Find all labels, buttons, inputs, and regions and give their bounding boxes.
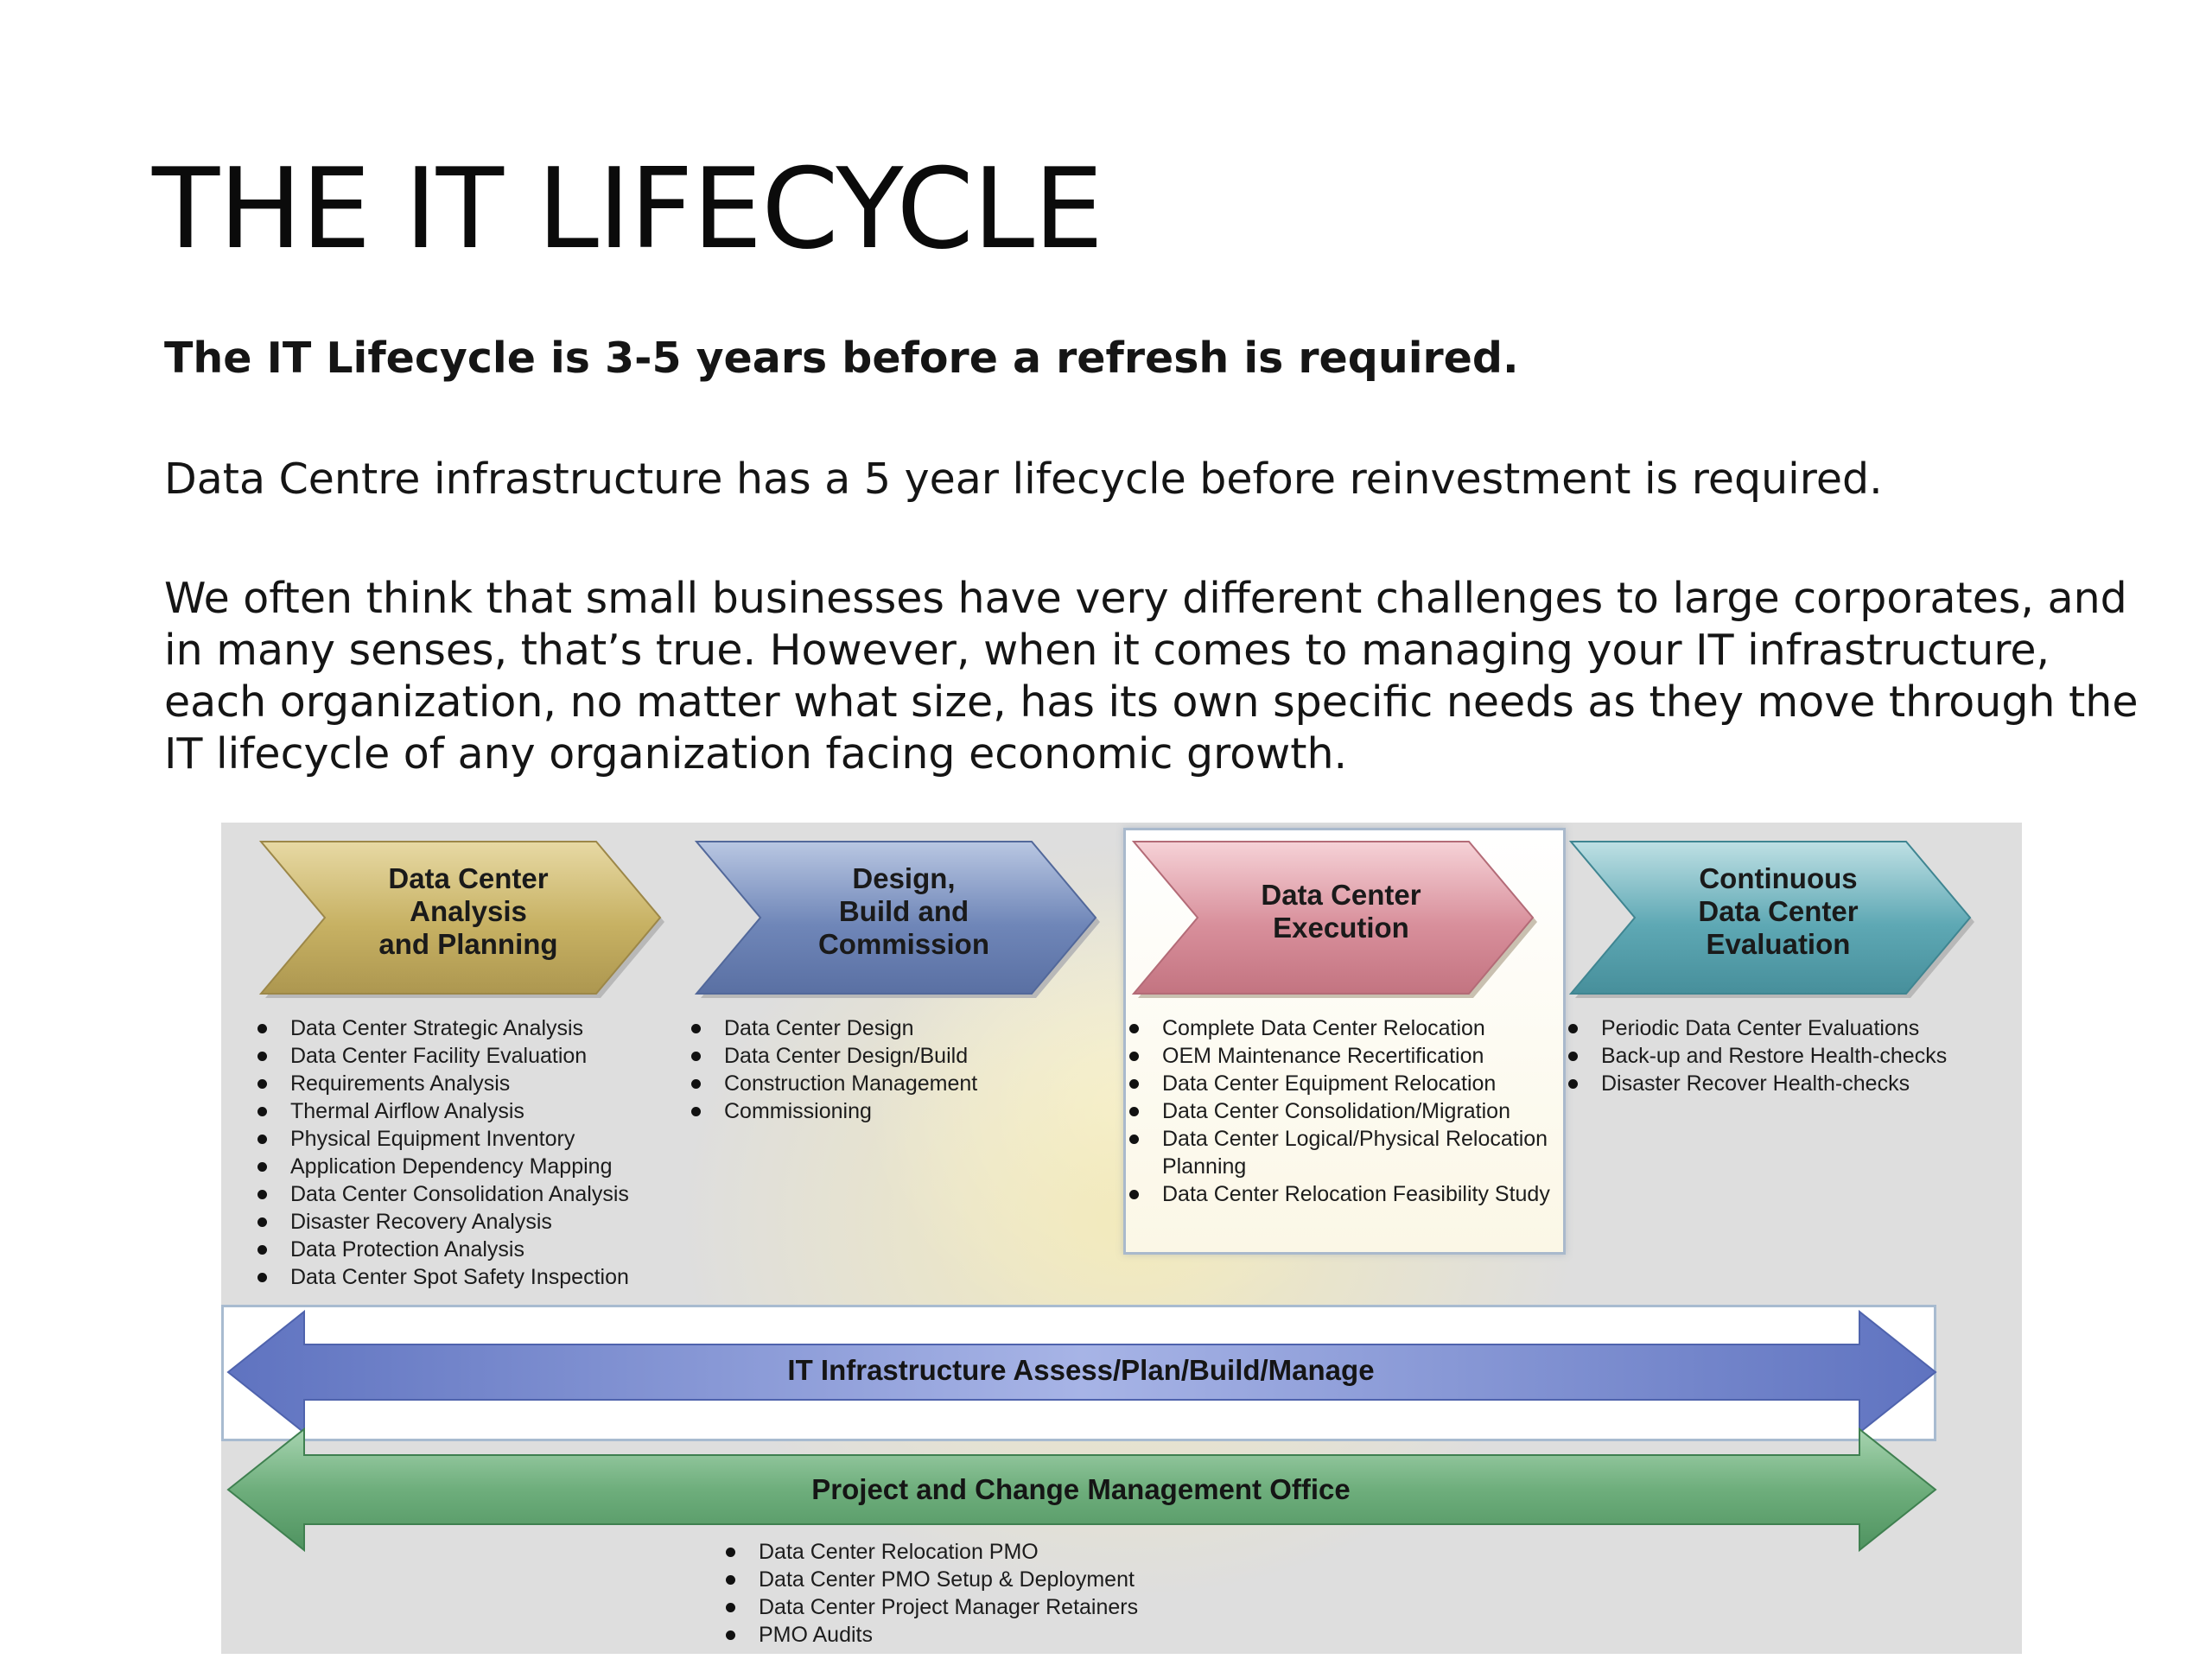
pmo-label: Project and Change Management Office (811, 1473, 1351, 1505)
slide-title: THE IT LIFECYCLE (152, 145, 1103, 274)
list-item: Periodic Data Center Evaluations (1565, 1014, 2014, 1042)
pmo-bar-shape (226, 1427, 1937, 1553)
list-item: Data Center PMO Setup & Deployment (722, 1566, 1327, 1593)
list-item: Disaster Recovery Analysis (254, 1208, 686, 1236)
phase-chevron-design (694, 841, 1100, 998)
list-item: Thermal Airflow Analysis (254, 1097, 686, 1125)
pmo-arrow (226, 1427, 1937, 1553)
list-item: Disaster Recover Health-checks (1565, 1070, 2014, 1097)
list-item: Data Center Design/Build (688, 1042, 1120, 1070)
phase-label-evaluation: Continuous Data Center Evaluation (1698, 862, 1859, 960)
pmo-list: Data Center Relocation PMO Data Center P… (722, 1538, 1327, 1649)
list-item: Data Center Consolidation Analysis (254, 1180, 686, 1208)
list-item: Data Center Relocation PMO (722, 1538, 1327, 1566)
list-item: Data Center Equipment Relocation (1126, 1070, 1558, 1097)
intro-bold-paragraph: The IT Lifecycle is 3-5 years before a r… (164, 334, 1519, 383)
phase-list-execution: Complete Data Center Relocation OEM Main… (1126, 1014, 1558, 1208)
list-item: Commissioning (688, 1097, 1120, 1125)
chevron-teal-shape (1568, 841, 1972, 995)
list-item: Requirements Analysis (254, 1070, 686, 1097)
it-bar-shape (226, 1309, 1937, 1435)
list-item: Data Center Logical/Physical Relocation … (1126, 1125, 1558, 1180)
phase-label-design: Design, Build and Commission (817, 862, 990, 960)
list-item: Back-up and Restore Health-checks (1565, 1042, 2014, 1070)
description-paragraph: We often think that small businesses hav… (164, 574, 2139, 779)
list-item: Construction Management (688, 1070, 1120, 1097)
phase-label-execution: Data Center Execution (1261, 879, 1421, 944)
phase-label-analysis: Data Center Analysis and Planning (378, 862, 558, 960)
list-item: Data Protection Analysis (254, 1236, 686, 1263)
it-infrastructure-arrow (226, 1309, 1937, 1435)
chevron-pink-shape (1131, 841, 1535, 995)
list-item: Data Center Consolidation/Migration (1126, 1097, 1558, 1125)
list-item: Physical Equipment Inventory (254, 1125, 686, 1153)
list-item: Data Center Facility Evaluation (254, 1042, 686, 1070)
lifecycle-paragraph: Data Centre infrastructure has a 5 year … (164, 454, 1883, 504)
it-lifecycle-diagram: Data Center Analysis and Planning Design… (221, 823, 2022, 1654)
phase-list-evaluation: Periodic Data Center Evaluations Back-up… (1565, 1014, 2014, 1097)
list-item: Data Center Strategic Analysis (254, 1014, 686, 1042)
phase-chevron-execution (1131, 841, 1537, 998)
list-item: Application Dependency Mapping (254, 1153, 686, 1180)
phase-list-analysis: Data Center Strategic Analysis Data Cent… (254, 1014, 686, 1291)
list-item: Data Center Spot Safety Inspection (254, 1263, 686, 1291)
list-item: Data Center Relocation Feasibility Study (1126, 1180, 1558, 1208)
phase-chevron-analysis (258, 841, 664, 998)
list-item: OEM Maintenance Recertification (1126, 1042, 1558, 1070)
list-item: Data Center Design (688, 1014, 1120, 1042)
it-infrastructure-label: IT Infrastructure Assess/Plan/Build/Mana… (787, 1354, 1375, 1386)
chevron-gold-shape (258, 841, 662, 995)
chevron-blue-shape (694, 841, 1097, 995)
phase-chevron-evaluation (1568, 841, 1974, 998)
list-item: Data Center Project Manager Retainers (722, 1593, 1327, 1621)
list-item: Complete Data Center Relocation (1126, 1014, 1558, 1042)
list-item: PMO Audits (722, 1621, 1327, 1649)
phase-list-design: Data Center Design Data Center Design/Bu… (688, 1014, 1120, 1125)
